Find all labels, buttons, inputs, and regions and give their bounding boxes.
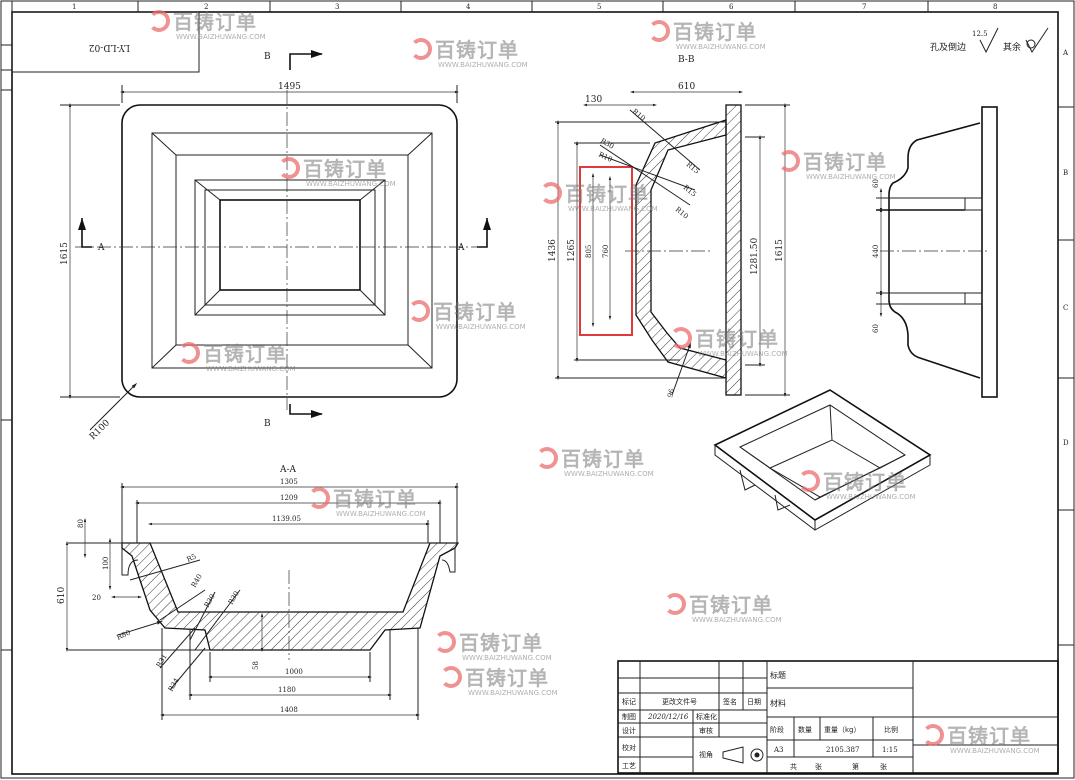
- dimension-label: 1139.05: [272, 515, 301, 523]
- dimension-label: 1408: [280, 706, 298, 714]
- dimension-label: R80: [115, 629, 131, 642]
- dimension-label: R15: [682, 183, 698, 198]
- zone-numbers: 1 2 3 4 5 6 7 8: [72, 3, 997, 11]
- dimension-label: 1180: [278, 686, 296, 694]
- dimension-label: A: [1062, 49, 1069, 57]
- dimension-label: R5: [185, 552, 197, 563]
- dimension-label: 130: [585, 95, 602, 105]
- drawing-code-box: LY-LD-02: [11, 11, 200, 73]
- dimension-label: 更改文件号: [662, 697, 697, 706]
- dimension-label: 1:15: [882, 746, 898, 754]
- dimension-label: 7: [862, 3, 866, 11]
- dimension-label: 工艺: [622, 762, 636, 770]
- dimension-label: 60: [872, 179, 880, 188]
- roughness-rest-symbol-icon: [1025, 27, 1049, 53]
- dimension-label: 1281.50: [750, 238, 760, 275]
- dimension-label: 1000: [285, 668, 303, 676]
- dimension-label: 签名: [723, 697, 737, 706]
- section-a-a: A-A 1305 1209 1139.05 610 80 100 20 58 1…: [57, 465, 460, 720]
- dimension-label: 1209: [280, 494, 298, 502]
- dimension-label: B: [264, 52, 271, 62]
- projection-symbol-icon: [722, 746, 764, 764]
- dimension-label: 孔及倒边: [930, 41, 966, 53]
- dimension-label: 3: [335, 3, 339, 11]
- dimension-label: 4: [466, 3, 471, 11]
- dimension-label: LY-LD-02: [89, 42, 130, 52]
- dimension-label: 2: [204, 3, 208, 11]
- dimension-label: 第: [852, 762, 859, 771]
- dimension-label: 设计: [622, 726, 636, 735]
- dimension-label: 100: [102, 557, 110, 570]
- dimension-label: R10: [631, 107, 647, 122]
- dimension-label: R10: [674, 205, 690, 220]
- dimension-label: C: [1063, 304, 1068, 312]
- dimension-label: 1265: [567, 239, 577, 262]
- dimension-label: 80: [77, 519, 85, 528]
- dimension-label: 1: [72, 3, 76, 11]
- dimension-label: 805: [585, 245, 593, 258]
- dimension-label: R30: [599, 137, 615, 151]
- dimension-label: B: [264, 419, 271, 429]
- dimension-label: A: [97, 243, 105, 253]
- dimension-label: 标题: [770, 670, 786, 680]
- dimension-label: 标准化: [696, 712, 717, 721]
- dimension-label: 数量: [798, 725, 812, 734]
- dimension-label: 96: [666, 387, 676, 398]
- dimension-label: 1615: [775, 239, 785, 262]
- dimension-label: D: [1063, 439, 1069, 447]
- dimension-label: 1436: [548, 239, 558, 262]
- dimension-label: 审核: [699, 726, 713, 735]
- section-b-b-title: B-B: [678, 55, 695, 65]
- dimension-label: 440: [872, 245, 880, 258]
- dimension-label: 6: [729, 3, 734, 11]
- side-view: 60 440 60: [872, 106, 998, 398]
- dimension-label: 610: [57, 587, 67, 604]
- plan-height-dim: 1615: [60, 242, 70, 265]
- dimension-label: 视角: [699, 750, 713, 759]
- dimension-label: A3: [773, 746, 784, 754]
- plan-view: 1495 1615 R100 A A B B: [60, 50, 491, 442]
- zone-letters: A B C D: [1062, 49, 1069, 447]
- plan-radius-dim: R100: [88, 418, 112, 442]
- dimension-label: 重量（kg）: [824, 726, 861, 734]
- roughness-symbol-icon: [979, 27, 999, 54]
- dimension-label: 8: [993, 3, 997, 11]
- dimension-label: 760: [602, 245, 610, 258]
- dimension-label: A: [457, 243, 465, 253]
- title-block: 标记 更改文件号 签名 日期 制图 2020/12/16 标准化 设计 审核 校…: [617, 660, 1059, 774]
- dimension-label: 610: [678, 82, 695, 92]
- dimension-label: 校对: [622, 743, 636, 752]
- dimension-label: 2105.387: [826, 746, 859, 754]
- dimension-label: 5: [597, 3, 601, 11]
- dimension-label: 阶段: [770, 725, 784, 734]
- plan-width-dim: 1495: [278, 82, 301, 92]
- dimension-label: 其余: [1003, 41, 1021, 53]
- section-b-b: B-B 610 130 1436 1265 805 760 1281.50 16…: [548, 55, 790, 399]
- dimension-label: R40: [190, 573, 204, 589]
- dimension-label: 58: [252, 661, 260, 670]
- surface-roughness-note: 孔及倒边 12.5 其余: [930, 27, 1049, 54]
- dimension-label: 张: [880, 762, 887, 771]
- dimension-label: 2020/12/16: [647, 713, 689, 721]
- dimension-label: 材料: [770, 698, 786, 708]
- dimension-label: 比例: [884, 725, 898, 734]
- dimension-label: 日期: [747, 698, 761, 706]
- dimension-label: 张: [815, 762, 822, 771]
- dimension-label: 标记: [622, 697, 636, 706]
- dimension-label: 共: [790, 762, 797, 771]
- dimension-label: 制图: [622, 712, 636, 721]
- dimension-label: 12.5: [972, 30, 988, 38]
- dimension-label: 1305: [280, 478, 298, 486]
- section-a-a-title: A-A: [279, 465, 297, 475]
- dimension-label: B: [1063, 169, 1068, 177]
- isometric-view: [713, 389, 932, 531]
- dimension-label: 60: [872, 324, 880, 333]
- highlight-box: [579, 166, 633, 336]
- dimension-label: R15: [685, 160, 701, 175]
- dimension-label: R30: [203, 593, 217, 609]
- dimension-label: 20: [92, 594, 101, 602]
